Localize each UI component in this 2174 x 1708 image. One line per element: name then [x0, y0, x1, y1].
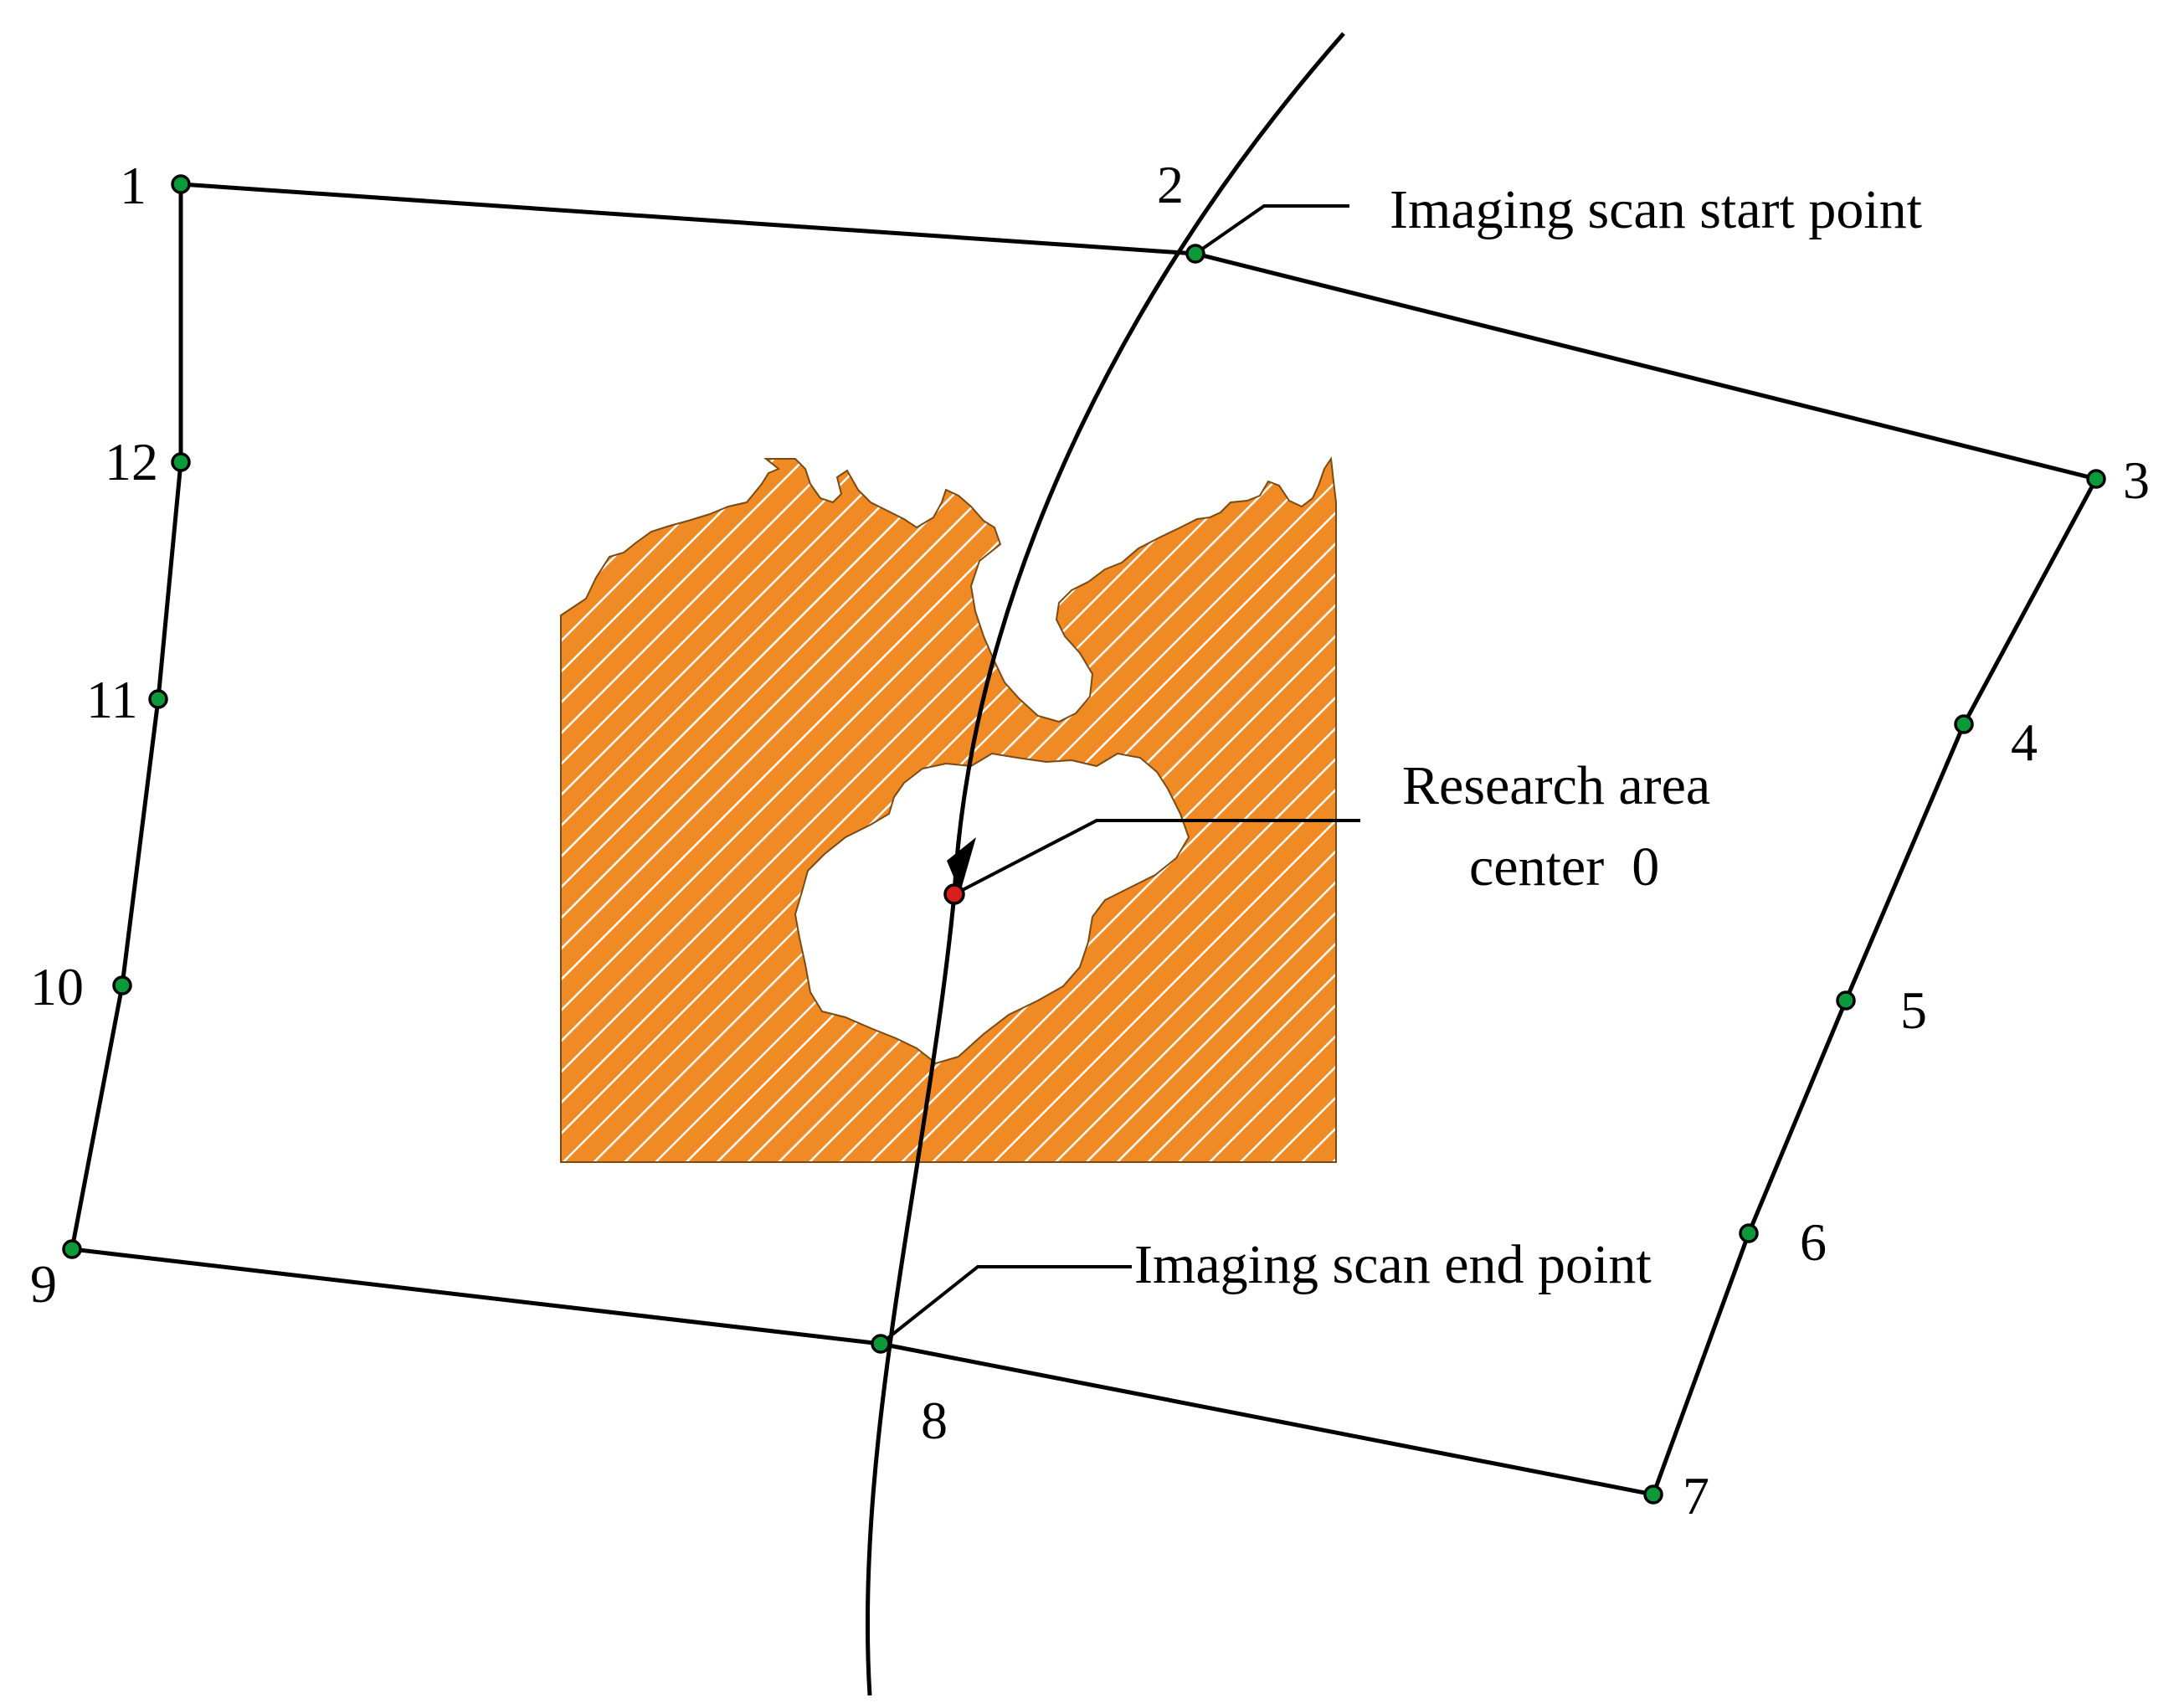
vertex-labels: 1 2 3 4 5 6 7 8 9 10 11 12: [30, 155, 2150, 1525]
vertex-label-6: 6: [1800, 1212, 1827, 1272]
center-leader: [953, 819, 1360, 896]
vertex-3: [2086, 469, 2106, 489]
vertex-label-3: 3: [2123, 450, 2150, 510]
land-area: [560, 456, 1337, 1163]
vertex-8: [871, 1334, 891, 1354]
scan-start-label: Imaging scan start point: [1390, 179, 1922, 240]
vertex-5: [1836, 990, 1856, 1011]
vertex-label-7: 7: [1683, 1466, 1709, 1525]
vertex-label-4: 4: [2011, 713, 2038, 772]
vertex-6: [1739, 1223, 1759, 1243]
vertex-markers: [62, 174, 2106, 1505]
vertex-1: [171, 174, 191, 194]
vertex-9: [62, 1239, 82, 1259]
vertex-7: [1643, 1484, 1663, 1505]
end-point-leader: [879, 1265, 1132, 1345]
vertex-label-10: 10: [30, 957, 84, 1016]
scan-end-label: Imaging scan end point: [1134, 1234, 1652, 1295]
vertex-label-2: 2: [1157, 155, 1184, 214]
research-center-label-line1: Research area: [1402, 755, 1710, 816]
research-center-label-line2: center 0: [1469, 836, 1659, 898]
vertex-2: [1185, 244, 1205, 264]
vertex-label-1: 1: [120, 156, 146, 215]
vertex-label-5: 5: [1900, 980, 1927, 1040]
vertex-10: [112, 975, 132, 995]
vertex-12: [171, 452, 191, 472]
start-point-leader: [1194, 204, 1349, 255]
imaging-area-boundary: [69, 182, 2099, 1497]
vertex-label-12: 12: [105, 432, 158, 491]
research-region: [560, 456, 1337, 1163]
annotations: Imaging scan start point Research area c…: [1134, 179, 1922, 1295]
vertex-label-9: 9: [30, 1254, 57, 1314]
track-direction-arrow: [947, 837, 976, 893]
vertex-label-11: 11: [86, 670, 138, 729]
research-center-point: [943, 883, 965, 905]
vertex-4: [1954, 714, 1974, 734]
vertex-label-8: 8: [921, 1391, 948, 1450]
vertex-11: [148, 689, 168, 709]
